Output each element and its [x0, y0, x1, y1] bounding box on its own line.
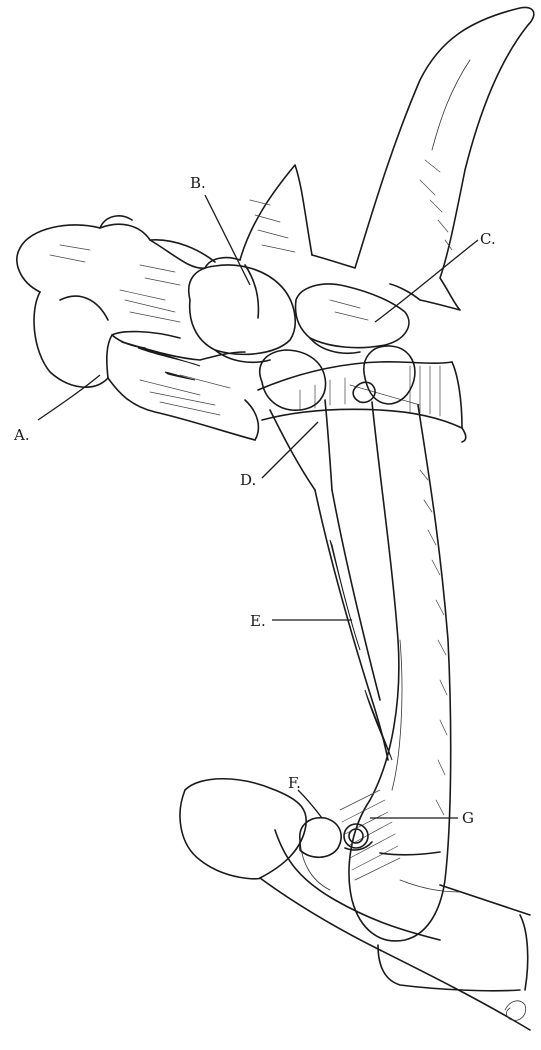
upper-long-bone	[312, 7, 534, 310]
leader-d	[262, 422, 318, 478]
leader-lines	[38, 195, 478, 818]
label-g: G	[462, 809, 474, 827]
leader-f	[298, 790, 322, 818]
long-curved-bone	[349, 346, 451, 941]
leader-b	[205, 195, 250, 285]
label-a: A.	[13, 426, 30, 444]
leader-a	[38, 375, 100, 420]
label-f: F.	[288, 774, 301, 792]
label-c: C.	[480, 230, 496, 248]
left-bone-mass	[17, 216, 258, 440]
label-b: B.	[190, 174, 206, 192]
leader-c	[375, 240, 478, 322]
label-d: D.	[240, 471, 256, 489]
joint-region	[189, 165, 409, 362]
lower-base	[180, 779, 530, 1030]
horizontal-rod	[258, 362, 466, 442]
tendon-band	[315, 490, 392, 760]
label-e: E.	[250, 612, 266, 630]
